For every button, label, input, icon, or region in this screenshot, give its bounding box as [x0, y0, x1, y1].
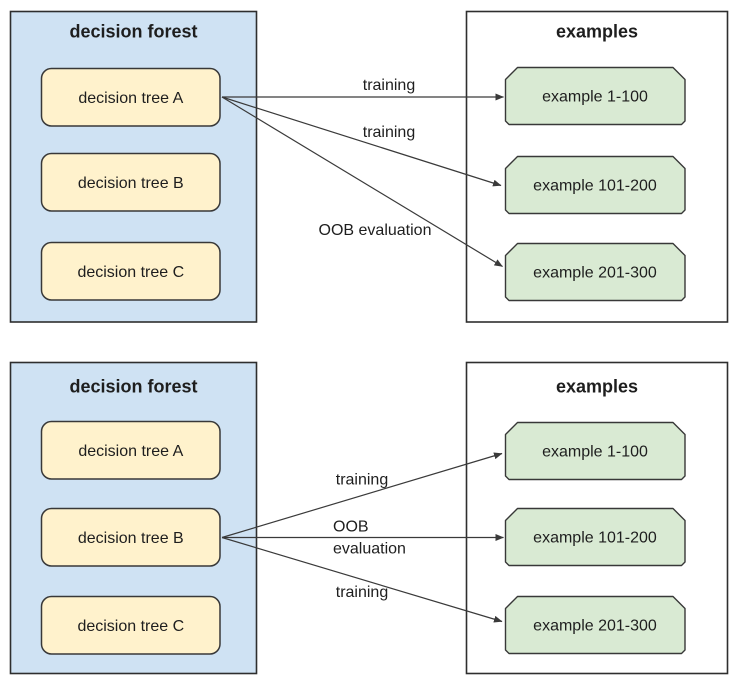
- example-201-300-node-top: [504, 242, 686, 302]
- decision-tree-a-node-top: [40, 67, 221, 127]
- example-201-300-node-bottom: [504, 595, 686, 655]
- arrow-label-training-2-top: training: [363, 124, 415, 141]
- decision-tree-c-node-top: [40, 241, 221, 301]
- examples-title-bottom: examples: [556, 377, 638, 397]
- decision-tree-a-label-top: decision tree A: [78, 90, 183, 107]
- example-201-300-label-bottom: example 201-300: [533, 618, 657, 635]
- example-101-200-label-top: example 101-200: [533, 178, 657, 195]
- decision-tree-b-node-top: [40, 152, 221, 212]
- decision-tree-a-label-bottom: decision tree A: [78, 443, 183, 460]
- decision-tree-c-label-top: decision tree C: [77, 264, 184, 281]
- example-1-100-label-top: example 1-100: [542, 89, 648, 106]
- arrow-label-oob-line1-bottom: OOB: [333, 519, 369, 536]
- example-1-100-node-top: [504, 66, 686, 126]
- arrow-tree-a-to-101-200: [221, 96, 502, 187]
- example-1-100-label-bottom: example 1-100: [542, 444, 648, 461]
- decision-forest-title-top: decision forest: [69, 22, 197, 42]
- decision-tree-b-label-top: decision tree B: [78, 175, 184, 192]
- example-101-200-label-bottom: example 101-200: [533, 530, 657, 547]
- decision-tree-b-label-bottom: decision tree B: [78, 530, 184, 547]
- arrow-tree-a-to-201-300: [221, 96, 503, 268]
- panel-top: decision forest decision tree A decision…: [9, 10, 729, 323]
- decision-tree-b-node-bottom: [40, 507, 221, 567]
- decision-forest-title-bottom: decision forest: [69, 377, 197, 397]
- panel-bottom: decision forest decision tree A decision…: [9, 361, 729, 675]
- examples-title-top: examples: [556, 22, 638, 42]
- arrow-label-oob-line2-bottom: evaluation: [333, 541, 406, 558]
- arrow-label-oob-evaluation-top: OOB evaluation: [319, 222, 432, 239]
- example-201-300-label-top: example 201-300: [533, 265, 657, 282]
- decision-tree-c-label-bottom: decision tree C: [77, 618, 184, 635]
- arrow-label-training-1-top: training: [363, 77, 415, 94]
- arrow-label-training-2-bottom: training: [336, 584, 388, 601]
- arrow-tree-b-to-1-100: [221, 452, 503, 539]
- example-1-100-node-bottom: [504, 421, 686, 481]
- decision-tree-c-node-bottom: [40, 595, 221, 655]
- arrow-tree-b-to-201-300: [221, 536, 503, 623]
- example-101-200-node-top: [504, 155, 686, 215]
- arrow-label-training-1-bottom: training: [336, 472, 388, 489]
- decision-tree-a-node-bottom: [40, 420, 221, 480]
- example-101-200-node-bottom: [504, 507, 686, 567]
